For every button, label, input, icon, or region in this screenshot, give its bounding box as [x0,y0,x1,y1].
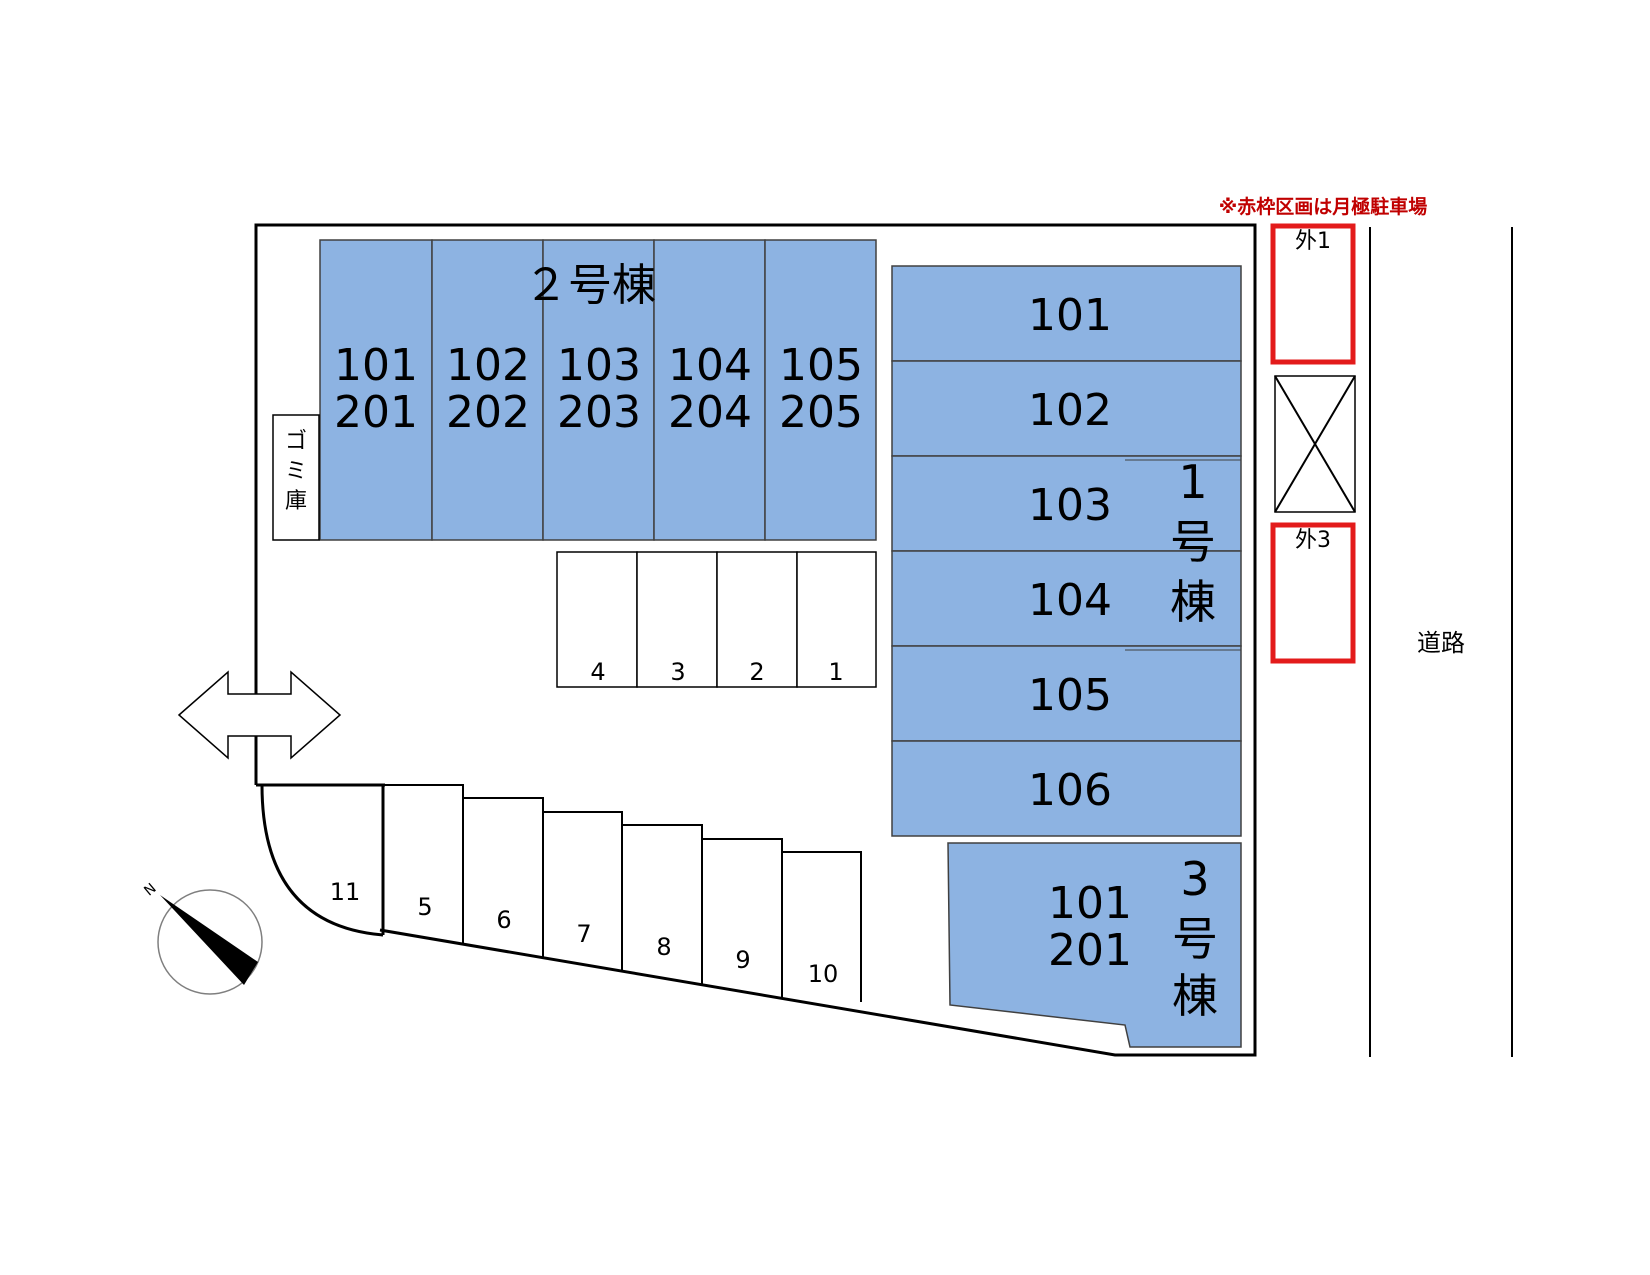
parking-slot[interactable] [796,551,877,688]
parking-slot[interactable] [782,851,862,1002]
building2-unit-label: 105 [779,340,863,391]
building1-unit-label: 104 [1028,575,1112,626]
building1-title: 号 [1170,515,1216,569]
building1-unit[interactable] [891,645,1242,742]
building2-title: ２号棟 [524,260,656,311]
building-3: 101 201 3 号 棟 [947,842,1242,1048]
parking-slot[interactable] [622,824,703,985]
parking-slot[interactable] [543,811,623,972]
garbage-label: ゴミ庫 [285,429,307,514]
parking-slot-number: 1 [828,658,843,686]
parking-slot-number: 8 [656,933,671,961]
no-parking-box [1274,375,1356,513]
building1-unit-label: 101 [1028,290,1112,341]
building1-title: 棟 [1170,575,1216,629]
building-1: 101 102 103 104 105 106 1 号 棟 [891,265,1242,837]
outside-space-label: 外3 [1295,528,1331,553]
monthly-parking-note: ※赤枠区画は月極駐車場 [1219,195,1427,218]
building2-unit[interactable] [319,239,433,541]
building2-unit[interactable] [653,239,766,541]
parking-slot[interactable] [702,838,783,998]
property-boundary [254,223,1257,1057]
building2-unit-label: 205 [779,387,863,438]
building2-unit-label: 101 [334,340,418,391]
building1-unit-label: 105 [1028,670,1112,721]
building1-unit[interactable] [891,740,1242,837]
parking-slot-number: 4 [590,658,605,686]
parking-slot-number: 11 [330,878,361,906]
compass-north-label: N [141,880,159,899]
parking-slot-number: 7 [576,920,591,948]
road-label: 道路 [1417,629,1465,657]
building1-unit-label: 103 [1028,480,1112,531]
parking-slot[interactable] [463,797,544,958]
parking-slot[interactable] [716,551,798,688]
building3-title: 3 [1180,852,1209,906]
building2-unit-label: 201 [334,387,418,438]
building3-unit[interactable] [947,842,1242,1048]
road: 道路 [1369,227,1513,1057]
garbage-label-char: 庫 [285,489,307,514]
parking-slot-number: 6 [496,906,511,934]
building2-unit-label: 203 [557,387,641,438]
parking-slot-number: 5 [417,893,432,921]
building2-unit-label: 104 [668,340,752,391]
building3-unit-label: 201 [1048,925,1132,976]
garbage-storage: ゴミ庫 [272,414,320,541]
building2-unit[interactable] [764,239,877,541]
parking-slot-number: 9 [735,946,750,974]
parking-slot[interactable] [556,551,638,688]
parking-slot[interactable] [636,551,718,688]
building1-title: 1 [1178,455,1207,509]
monthly-parking-space[interactable] [1270,522,1356,664]
parking-slot-number: 10 [808,960,839,988]
building1-unit[interactable] [891,550,1242,647]
building1-unit-label: 106 [1028,765,1112,816]
bottom-parking: 5 6 7 8 9 10 11 [330,784,862,1002]
building2-unit[interactable] [542,239,655,541]
garbage-label-char: ミ [285,459,307,484]
building1-unit-label: 102 [1028,385,1112,436]
parking-slot-number: 2 [749,658,764,686]
compass-icon: N [141,880,263,995]
building2-unit-label: 202 [446,387,530,438]
parking-slot-number: 3 [670,658,685,686]
garbage-label-char: ゴ [285,429,307,454]
outside-parking: ※赤枠区画は月極駐車場 外1 外3 [1219,195,1427,664]
building-2: ２号棟 101 201 102 202 103 203 104 204 105 … [319,239,877,541]
curve-slot-arc [260,784,384,937]
building2-unit[interactable] [431,239,544,541]
outside-space-label: 外1 [1295,229,1331,254]
building1-unit[interactable] [891,360,1242,457]
building1-unit[interactable] [891,455,1242,552]
parking-slot[interactable] [383,784,464,945]
inner-parking: 4 3 2 1 [556,551,877,688]
building2-unit-label: 204 [668,387,752,438]
entrance-arrow-icon [177,670,342,760]
garbage-storage-box [272,414,320,541]
building3-title: 号 [1172,912,1218,966]
building2-unit-label: 103 [557,340,641,391]
monthly-parking-space[interactable] [1270,223,1356,365]
building3-unit-label: 101 [1048,878,1132,929]
building3-title: 棟 [1172,969,1218,1023]
building2-unit-label: 102 [446,340,530,391]
